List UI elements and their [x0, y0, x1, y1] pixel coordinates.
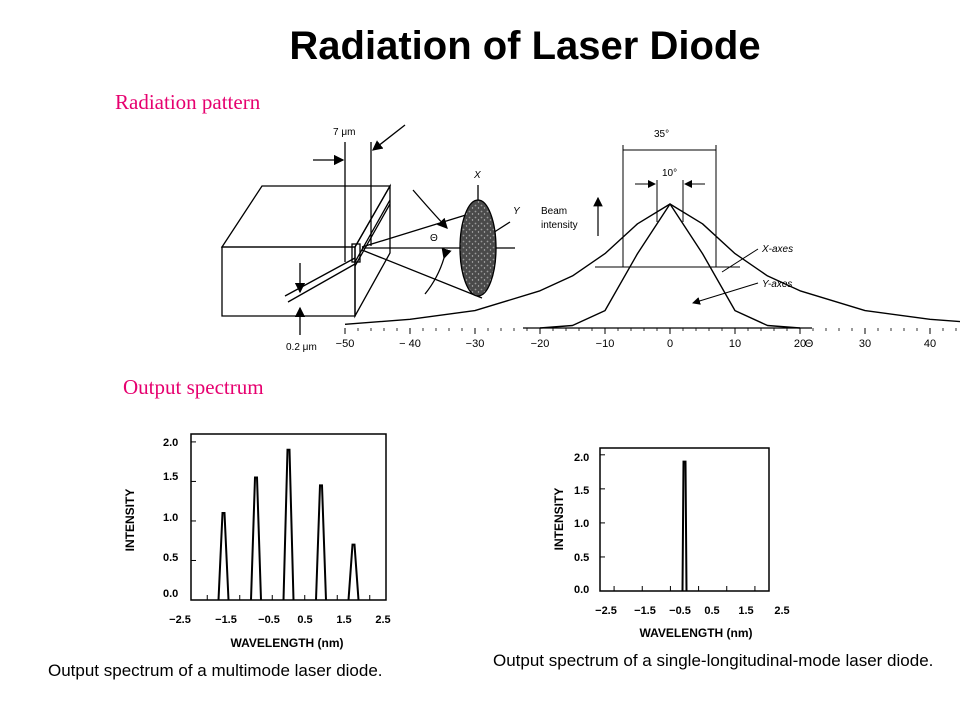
pattern-xtick-label: −50 [336, 338, 355, 350]
multi-ytick-1: 1.5 [163, 471, 178, 483]
multi-xtick-5: 2.5 [375, 614, 390, 626]
pattern-xtick-label: −20 [531, 338, 550, 350]
single-peak [681, 460, 688, 592]
pattern-xtick-label: 20 [794, 338, 806, 350]
emission-stripe [351, 243, 361, 263]
single-ytick-2: 1.0 [574, 518, 589, 530]
pattern-xtick-label: 10 [729, 338, 741, 350]
theta-label: Θ [430, 233, 438, 244]
thickness-label: 0.2 μm [286, 342, 317, 353]
legend-leader-x [721, 248, 759, 273]
multi-ytick-2: 1.0 [163, 512, 178, 524]
multi-yaxis-label: INTENSITY [123, 489, 137, 552]
diode-front-face [221, 246, 356, 317]
legend-y-axes: Y-axes [762, 279, 792, 290]
single-xaxis-label: WAVELENGTH (nm) [639, 626, 752, 640]
pattern-xtick-label: 0 [667, 338, 673, 350]
multi-ytick-3: 0.5 [163, 552, 178, 564]
multi-peak [315, 484, 327, 601]
single-yaxis-label: INTENSITY [552, 488, 566, 551]
diode-top-face [220, 185, 392, 248]
multi-xtick-0: −2.5 [169, 614, 191, 626]
multi-xtick-2: −0.5 [258, 614, 280, 626]
beam-cone-bottom [361, 249, 483, 299]
multi-xtick-4: 1.5 [336, 614, 351, 626]
diode-side-face [354, 183, 391, 319]
beam-intensity-label-1: Beam [541, 206, 567, 217]
single-mode-caption-part1: Output spectrum [493, 651, 619, 670]
multi-peak [347, 543, 360, 601]
axis-y-label: Y [513, 206, 521, 217]
single-mode-caption-part2: of a single-longitudinal-mode laser diod… [623, 651, 934, 670]
theta-arrow-lower [424, 247, 452, 295]
slide-title: Radiation of Laser Diode [289, 24, 761, 68]
multi-peak [217, 512, 230, 601]
pattern-xtick-label: − 40 [399, 338, 421, 350]
single-xtick-5: 2.5 [774, 605, 789, 617]
single-xtick-3: 0.5 [704, 605, 719, 617]
multimode-caption-part2: of a multimode laser diode. [178, 661, 383, 680]
multi-xtick-3: 0.5 [297, 614, 312, 626]
single-ytick-1: 1.5 [574, 485, 589, 497]
multi-ytick-0: 2.0 [163, 437, 178, 449]
pattern-xtick-label: 30 [859, 338, 871, 350]
multimode-plot-frame [190, 433, 387, 601]
single-plot-frame [599, 447, 770, 592]
multi-ytick-4: 0.0 [163, 588, 178, 600]
single-ytick-4: 0.0 [574, 584, 589, 596]
legend-x-axes: X-axes [761, 244, 793, 255]
multimode-caption: Output spectrum of a multimode laser dio… [48, 661, 383, 681]
pattern-series-x-axes [344, 203, 960, 325]
section-label-spectrum: Output spectrum [123, 375, 264, 399]
multi-peak [282, 448, 295, 601]
single-xtick-2: −0.5 [669, 605, 691, 617]
single-mode-spectrum-chart: 2.0 1.5 1.0 0.5 0.0 −2.5 −1.5 −0.5 0.5 1… [552, 447, 790, 640]
theta-arrow-upper [412, 189, 448, 229]
multi-xtick-1: −1.5 [215, 614, 237, 626]
multi-peak [250, 476, 262, 601]
stripe-width-label: 7 μm [333, 127, 355, 138]
active-layer [354, 199, 391, 263]
single-ytick-3: 0.5 [574, 552, 589, 564]
beam-spot [459, 199, 497, 297]
multimode-spectrum-chart: 2.0 1.5 1.0 0.5 0.0 −2.5 −1.5 −0.5 0.5 1… [123, 433, 391, 650]
beam-intensity-label-2: intensity [541, 220, 578, 231]
pattern-xtick-label: −10 [596, 338, 615, 350]
pattern-xtick-label: −30 [466, 338, 485, 350]
beam-cone-top [361, 209, 483, 248]
beam-pattern-chart: −50− 40−30−20−1001020304050Θ [336, 145, 960, 350]
pattern-xtick-label: 40 [924, 338, 936, 350]
single-xtick-0: −2.5 [595, 605, 617, 617]
angle-label-inner: 10° [662, 168, 677, 179]
multi-xaxis-label: WAVELENGTH (nm) [230, 636, 343, 650]
multimode-caption-part1: Output spectrum [48, 661, 174, 680]
single-xtick-1: −1.5 [634, 605, 656, 617]
single-mode-caption: Output spectrum of a single-longitudinal… [493, 651, 933, 671]
angle-label-outer: 35° [654, 129, 669, 140]
pattern-series-y-axes [539, 203, 801, 329]
single-xtick-4: 1.5 [738, 605, 753, 617]
single-ytick-0: 2.0 [574, 452, 589, 464]
axis-x-label: X [473, 170, 481, 181]
pattern-theta-label: Θ [805, 338, 814, 350]
section-label-radiation: Radiation pattern [115, 90, 261, 114]
